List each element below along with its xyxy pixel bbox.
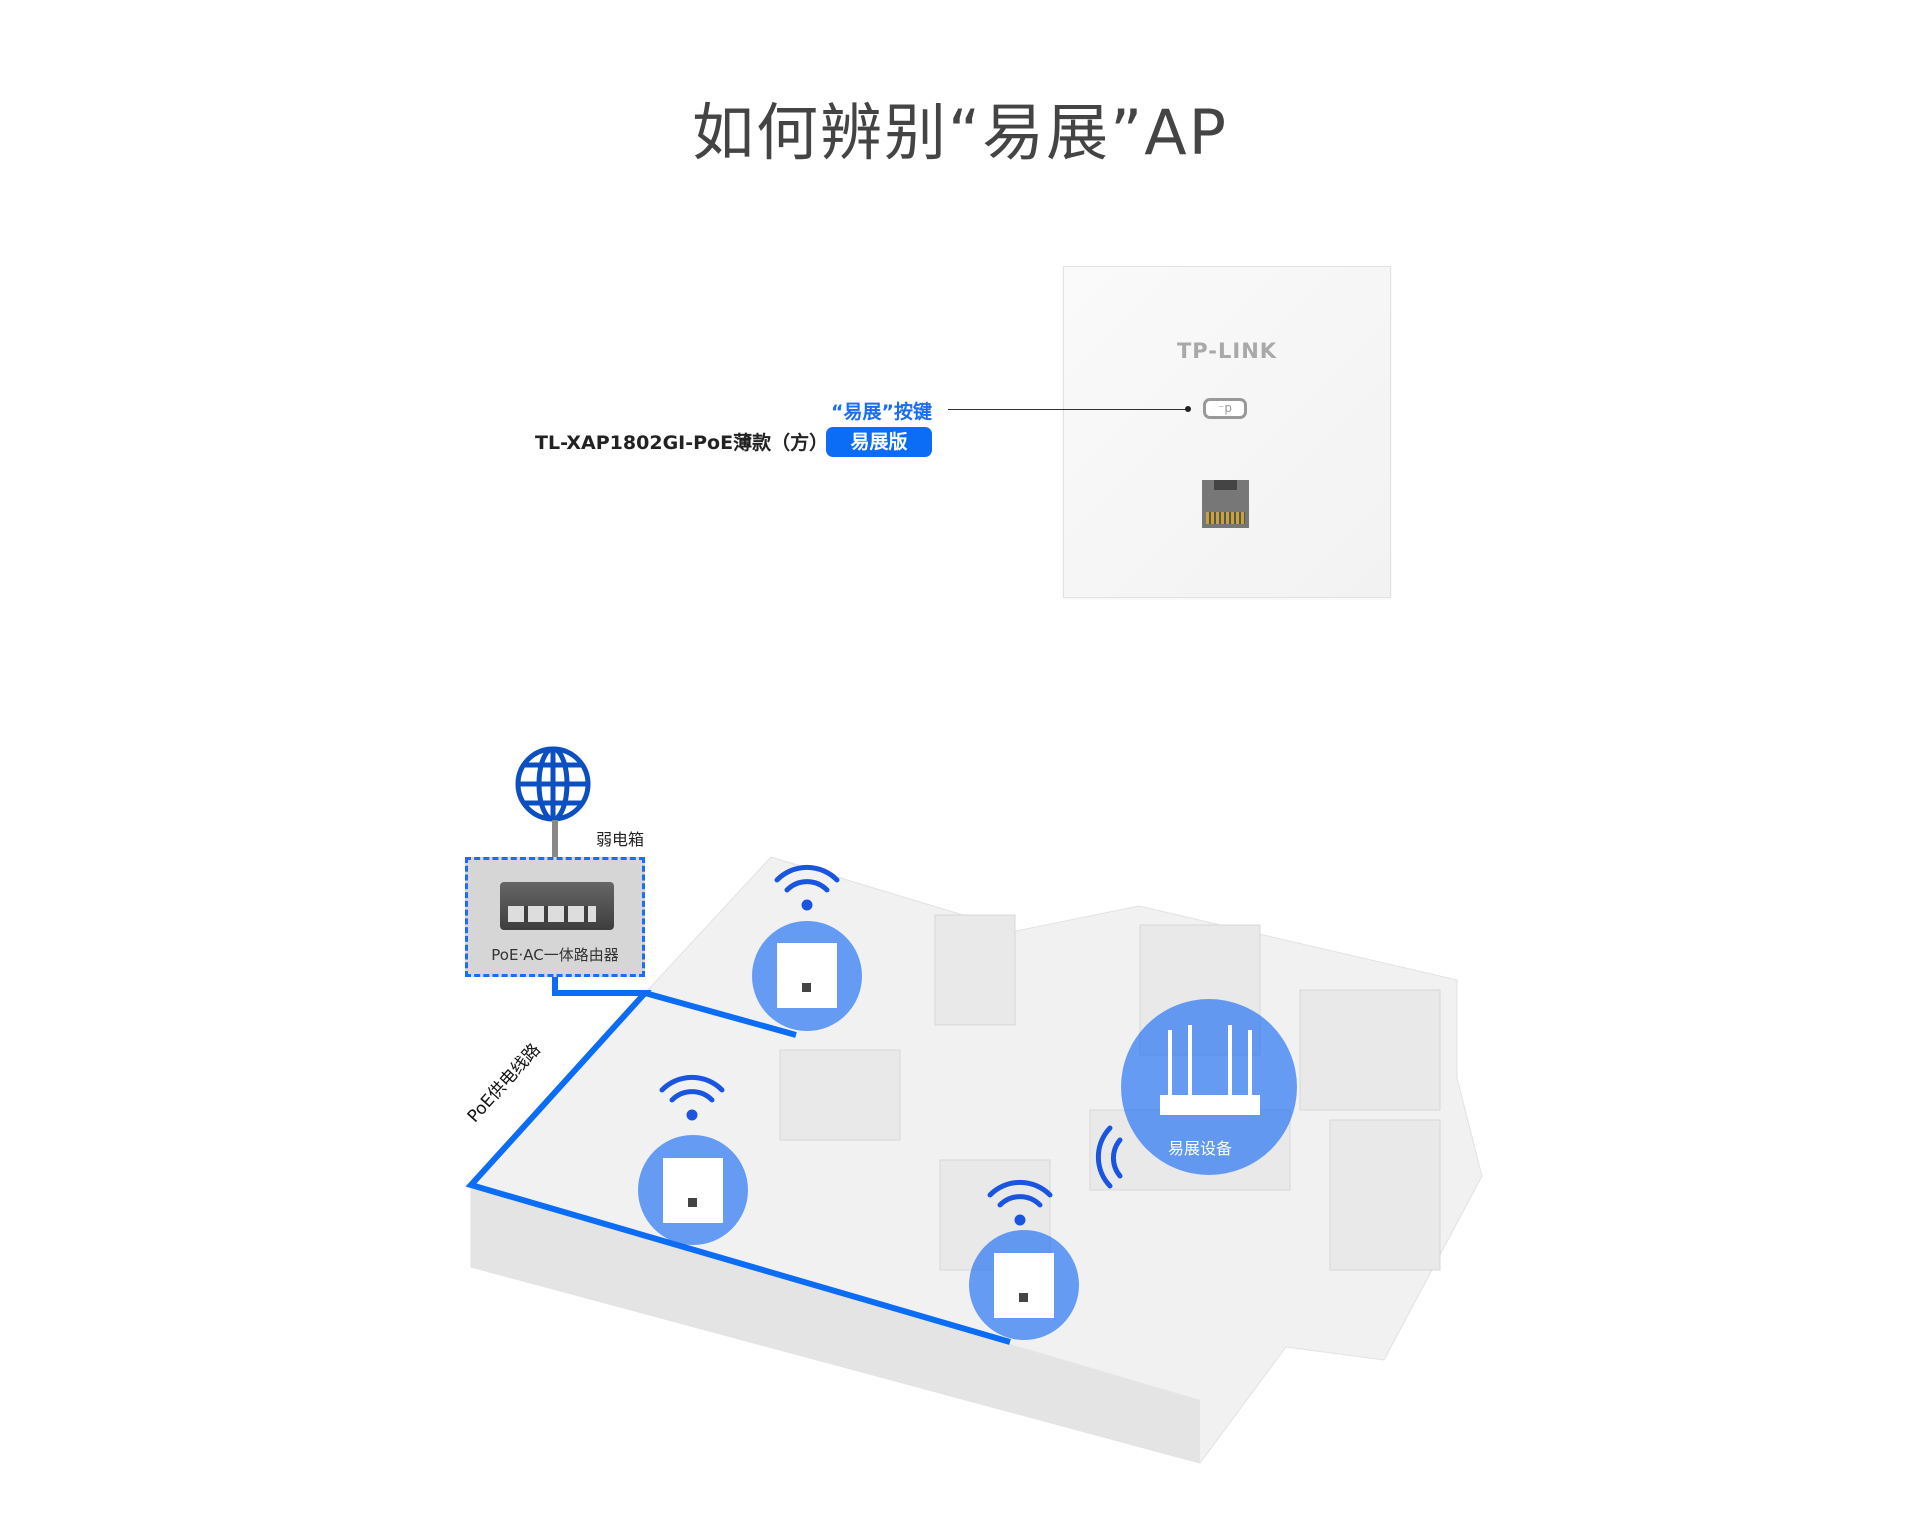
wifi-icon bbox=[774, 864, 840, 911]
model-label: TL-XAP1802GI-PoE薄款（方） bbox=[535, 432, 829, 454]
router-icon bbox=[500, 882, 614, 930]
callout-line bbox=[948, 409, 1188, 410]
ap-node-3 bbox=[969, 1230, 1079, 1340]
brand-logo: TP-LINK bbox=[1176, 339, 1278, 363]
edition-badge: 易展版 bbox=[826, 427, 932, 457]
mesh-device-label: 易展设备 bbox=[1168, 1139, 1233, 1158]
callout-dot bbox=[1185, 406, 1191, 412]
router-box: PoE·AC一体路由器 bbox=[465, 857, 645, 977]
easy-mesh-button-icon: ⁻p bbox=[1203, 398, 1247, 419]
key-label: “易展”按键 bbox=[831, 401, 932, 423]
wifi-icon bbox=[1095, 1125, 1123, 1189]
ap-node-1 bbox=[752, 921, 862, 1031]
wifi-icon bbox=[659, 1074, 725, 1121]
page-title: 如何辨别“易展”AP bbox=[691, 96, 1229, 169]
router-label: PoE·AC一体路由器 bbox=[491, 946, 619, 964]
cabinet-label: 弱电箱 bbox=[596, 830, 645, 849]
ap-panel-image: TP-LINK ⁻p bbox=[1063, 266, 1391, 598]
ap-node-2 bbox=[638, 1135, 748, 1245]
globe-icon bbox=[515, 746, 591, 822]
ethernet-port-icon bbox=[1202, 480, 1249, 528]
wifi-icon bbox=[987, 1179, 1053, 1226]
poe-cable-line bbox=[465, 977, 1011, 1345]
mesh-router-node bbox=[1121, 999, 1297, 1175]
